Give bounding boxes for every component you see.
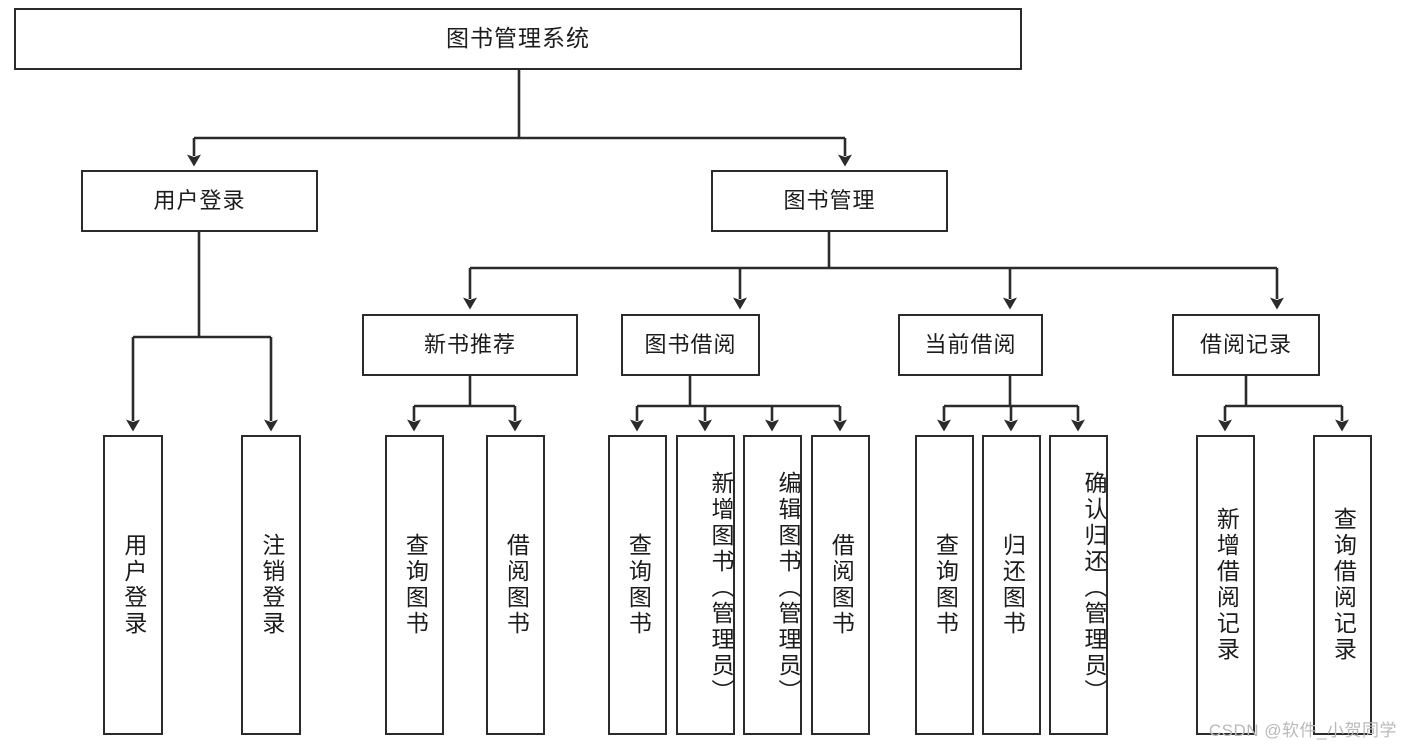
- node-label: 借阅图书: [503, 533, 530, 637]
- node-leaf-query-book-recommend[interactable]: 查询图书: [385, 435, 444, 735]
- node-label: 新增借阅记录: [1213, 507, 1240, 663]
- node-new-book-recommend[interactable]: 新书推荐: [362, 314, 578, 376]
- node-label: 新增图书（管理员）: [708, 471, 734, 705]
- node-leaf-query-book-current[interactable]: 查询图书: [915, 435, 974, 735]
- node-label: 查询图书: [402, 533, 429, 637]
- node-label: 编辑图书（管理员）: [775, 471, 801, 705]
- node-label: 借阅图书: [828, 533, 855, 637]
- watermark-text: CSDN @软件_小贺同学: [1208, 721, 1397, 740]
- node-leaf-query-book-borrow[interactable]: 查询图书: [608, 435, 667, 735]
- node-book-borrow[interactable]: 图书借阅: [621, 314, 760, 376]
- node-label: 归还图书: [999, 533, 1026, 637]
- node-book-management[interactable]: 图书管理: [711, 170, 948, 232]
- node-label: 新书推荐: [423, 331, 516, 357]
- node-label: 图书借阅: [644, 331, 737, 357]
- node-label: 查询图书: [932, 533, 959, 637]
- node-user-login[interactable]: 用户登录: [81, 170, 318, 232]
- node-leaf-query-borrow-record[interactable]: 查询借阅记录: [1313, 435, 1372, 735]
- node-leaf-borrow-book-recommend[interactable]: 借阅图书: [486, 435, 545, 735]
- node-label: 当前借阅: [924, 331, 1017, 357]
- node-label: 图书管理: [783, 187, 876, 213]
- node-current-borrow[interactable]: 当前借阅: [898, 314, 1043, 376]
- node-label: 确认归还（管理员）: [1081, 471, 1107, 705]
- node-leaf-user-login[interactable]: 用户登录: [103, 435, 163, 735]
- node-label: 图书管理系统: [446, 25, 590, 52]
- node-root-book-management-system[interactable]: 图书管理系统: [14, 8, 1022, 70]
- node-leaf-add-borrow-record[interactable]: 新增借阅记录: [1196, 435, 1255, 735]
- node-label: 查询图书: [625, 533, 652, 637]
- node-leaf-logout[interactable]: 注销登录: [241, 435, 301, 735]
- node-label: 注销登录: [258, 533, 285, 637]
- node-label: 用户登录: [153, 187, 246, 213]
- node-label: 查询借阅记录: [1330, 507, 1357, 663]
- node-leaf-add-book-admin[interactable]: 新增图书（管理员）: [676, 435, 735, 735]
- node-label: 借阅记录: [1199, 331, 1292, 357]
- node-leaf-confirm-return-admin[interactable]: 确认归还（管理员）: [1049, 435, 1108, 735]
- node-borrow-record[interactable]: 借阅记录: [1172, 314, 1320, 376]
- node-leaf-return-book[interactable]: 归还图书: [982, 435, 1041, 735]
- node-leaf-borrow-book[interactable]: 借阅图书: [811, 435, 870, 735]
- node-leaf-edit-book-admin[interactable]: 编辑图书（管理员）: [743, 435, 802, 735]
- node-label: 用户登录: [120, 533, 147, 637]
